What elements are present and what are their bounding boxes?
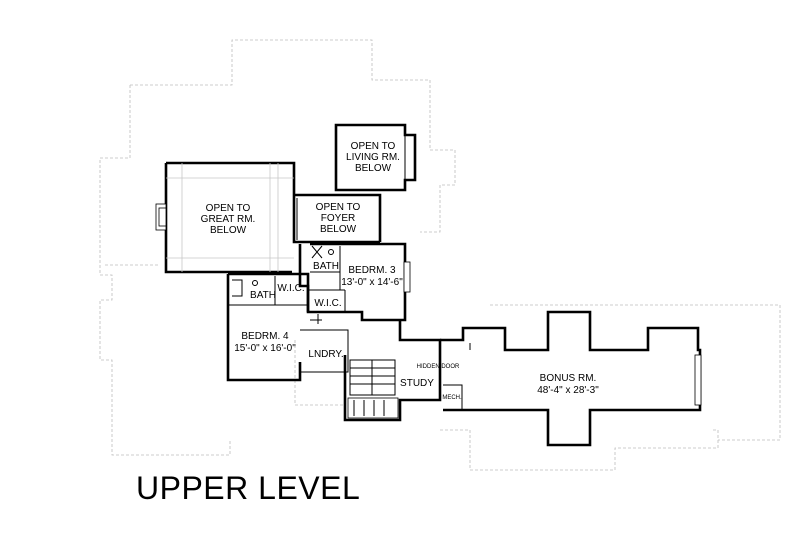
bonus-room-name: BONUS RM. [540, 373, 597, 384]
bedroom-4-name: BEDRM. 4 [241, 331, 289, 342]
open-great-line3: BELOW [210, 225, 247, 236]
lower-level-outline [99, 39, 781, 471]
bedroom-3-name: BEDRM. 3 [348, 265, 396, 276]
stairs-and-study: STUDY HIDDEN DOOR [343, 320, 460, 422]
bonus-room-size: 48'-4" x 28'-3" [537, 385, 599, 396]
open-to-living-room: OPEN TO LIVING RM. BELOW [334, 123, 417, 192]
laundry: LNDRY. [308, 349, 343, 360]
bedroom-3-size: 13'-0" x 14'-6" [341, 277, 403, 288]
bedroom-4-size: 15'-0" x 16'-0" [234, 343, 296, 354]
study: STUDY [400, 378, 434, 389]
open-great-line2: GREAT RM. [201, 214, 256, 225]
open-to-foyer: OPEN TO FOYER BELOW [292, 193, 382, 244]
page-title: UPPER LEVEL [136, 470, 361, 506]
open-to-great-room: OPEN TO GREAT RM. BELOW [155, 161, 296, 274]
bedroom-4-suite: BATH W.I.C. BEDRM. 4 15'-0" x 16'-0" LND… [226, 272, 349, 382]
open-foyer-line1: OPEN TO [316, 202, 361, 213]
bath-upper: BATH [313, 261, 339, 272]
open-living-line1: OPEN TO [351, 141, 396, 152]
bonus-room: BONUS RM. 48'-4" x 28'-3" MECH. [440, 310, 702, 447]
open-foyer-line3: BELOW [320, 224, 357, 235]
open-great-line1: OPEN TO [206, 203, 251, 214]
open-foyer-line2: FOYER [321, 213, 355, 224]
mech: MECH. [442, 395, 462, 401]
open-living-line2: LIVING RM. [346, 152, 400, 163]
wic-right: W.I.C. [314, 298, 341, 309]
wic-left: W.I.C. [277, 283, 304, 294]
bedroom-3-suite: BATH BEDRM. 3 13'-0" x 14'-6" W.I.C. [298, 242, 411, 322]
bath-lower: BATH [250, 290, 276, 301]
open-living-line3: BELOW [355, 163, 392, 174]
hidden-door: HIDDEN DOOR [417, 364, 460, 370]
